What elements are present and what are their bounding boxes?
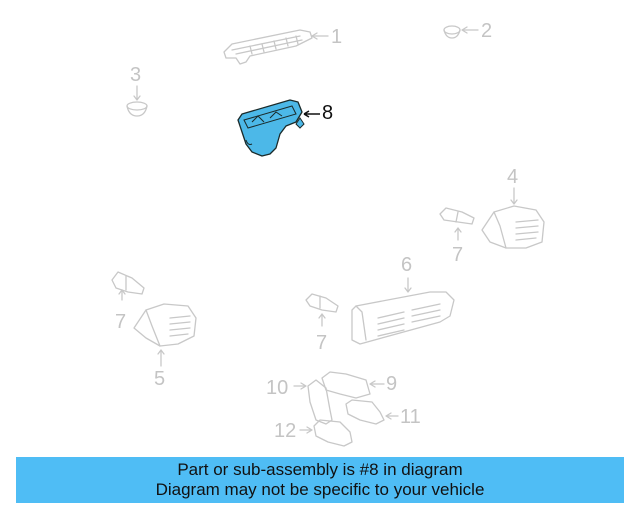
callout-3: 3 <box>130 64 142 86</box>
callout-1: 1 <box>331 26 343 48</box>
part-4-vent <box>481 187 545 249</box>
callout-12: 12 <box>274 420 297 442</box>
callout-7-left: 7 <box>115 311 127 333</box>
callout-6: 6 <box>401 254 413 276</box>
callout-7-middle: 7 <box>316 332 328 354</box>
part-6-vent <box>351 277 455 345</box>
part-7-clip-b <box>111 271 145 301</box>
part-9-duct <box>321 371 385 399</box>
callout-11: 11 <box>400 406 421 428</box>
part-11-duct <box>345 399 399 425</box>
part-5-vent <box>133 303 197 367</box>
part-12-duct <box>299 419 353 447</box>
callout-7-right: 7 <box>452 244 464 266</box>
part-2-cap <box>443 25 479 39</box>
part-3-cap <box>126 85 148 117</box>
part-7-clip-c <box>305 293 339 327</box>
callout-2: 2 <box>481 20 493 42</box>
callout-4: 4 <box>507 166 519 188</box>
part-1-grille <box>223 29 329 65</box>
banner-line-disclaimer: Diagram may not be specific to your vehi… <box>155 480 485 499</box>
callout-10: 10 <box>266 377 289 399</box>
callout-5: 5 <box>154 368 166 390</box>
banner-line-part-number: Part or sub-assembly is #8 in diagram <box>177 460 463 479</box>
callout-9: 9 <box>386 373 398 395</box>
part-10-duct <box>293 379 333 425</box>
part-8-highlighted[interactable] <box>237 99 320 157</box>
callout-8[interactable]: 8 <box>322 102 334 124</box>
info-banner: Part or sub-assembly is #8 in diagram Di… <box>16 457 624 503</box>
part-7-clip-a <box>439 207 475 241</box>
